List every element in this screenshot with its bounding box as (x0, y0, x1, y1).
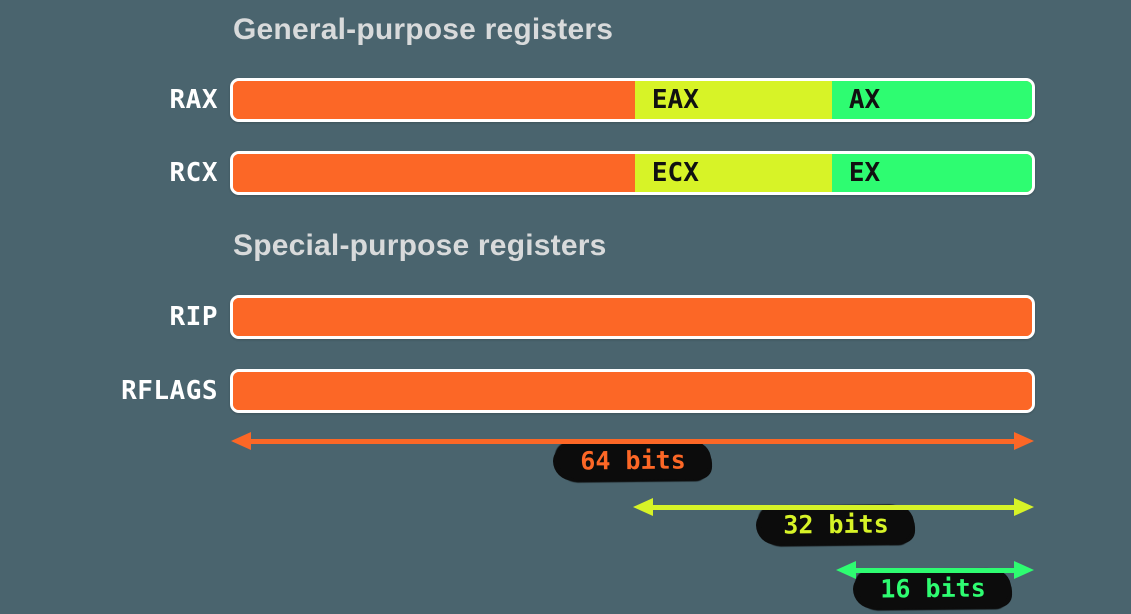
register-row-rflags: RFLAGS (0, 369, 1131, 413)
arrow-head-right-icon (1014, 561, 1034, 579)
rip-full-segment (233, 298, 1032, 336)
register-row-rcx: RCX ECX EX (0, 151, 1131, 195)
rax-upper32-segment (233, 81, 635, 119)
ex-label: EX (848, 158, 881, 188)
register-name-rflags: RFLAGS (121, 376, 218, 406)
rcx-ecx-segment: ECX (634, 154, 832, 192)
register-name-rax: RAX (169, 85, 218, 115)
arrow-16-bits (836, 561, 1034, 579)
arrow-32-bits (633, 498, 1034, 516)
register-bar-rflags (230, 369, 1035, 413)
rflags-full-segment (233, 372, 1032, 410)
rcx-upper32-segment (233, 154, 635, 192)
arrow-head-left-icon (836, 561, 856, 579)
rcx-ex-segment: EX (831, 154, 1032, 192)
register-bar-rip (230, 295, 1035, 339)
arrow-head-right-icon (1014, 498, 1034, 516)
register-row-rip: RIP (0, 295, 1131, 339)
arrow-head-right-icon (1014, 432, 1034, 450)
arrow-shaft (850, 568, 1020, 573)
arrow-head-left-icon (633, 498, 653, 516)
heading-general-purpose: General-purpose registers (233, 13, 614, 46)
arrow-shaft (245, 439, 1020, 444)
heading-special-purpose: Special-purpose registers (233, 229, 607, 262)
rax-ax-segment: AX (831, 81, 1032, 119)
register-bar-rax: EAX AX (230, 78, 1035, 122)
ax-label: AX (848, 85, 881, 115)
register-name-rcx: RCX (169, 158, 218, 188)
rax-eax-segment: EAX (634, 81, 832, 119)
ecx-label: ECX (651, 158, 699, 188)
register-name-rip: RIP (169, 302, 218, 332)
arrow-head-left-icon (231, 432, 251, 450)
register-bar-rcx: ECX EX (230, 151, 1035, 195)
eax-label: EAX (651, 85, 699, 115)
arrow-64-bits (231, 432, 1034, 450)
arrow-shaft (647, 505, 1020, 510)
register-row-rax: RAX EAX AX (0, 78, 1131, 122)
